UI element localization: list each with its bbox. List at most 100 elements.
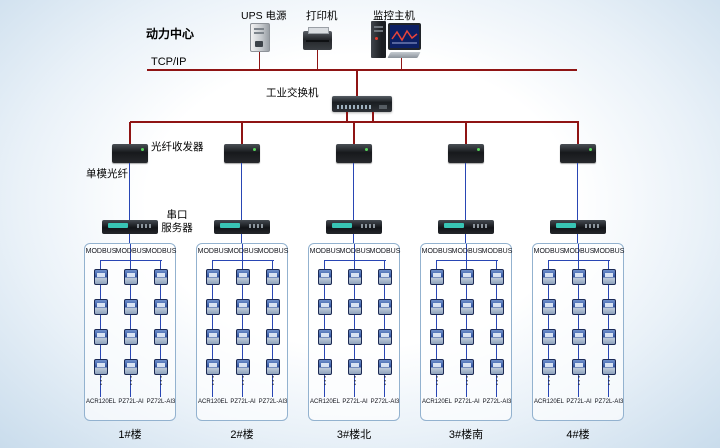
meter-icon <box>94 299 108 315</box>
ellipsis-dots: ⋮ <box>543 375 555 387</box>
backbone-drop-line <box>241 122 243 144</box>
ellipsis-dots: ⋮ <box>491 375 503 387</box>
modbus-bus-line <box>324 260 325 397</box>
meter-column: MODBUS ⋮ ACR120EL <box>421 244 453 422</box>
meter-icon <box>602 329 616 345</box>
meter-icon <box>124 359 138 375</box>
building-group: MODBUS ⋮ ACR120EL MODBUS ⋮ PZ72L-AI <box>196 122 288 444</box>
ellipsis-dots: ⋮ <box>319 375 331 387</box>
meter-icon <box>572 269 586 285</box>
meter-icon <box>94 269 108 285</box>
serial-server-label: 串口 服务器 <box>154 209 200 235</box>
modbus-label: MODBUS <box>451 248 483 255</box>
serial-server-label-line2: 服务器 <box>161 222 193 234</box>
serial-server-device-icon <box>102 220 158 234</box>
fiber-transceiver-label: 光纤收发器 <box>151 141 204 153</box>
ellipsis-dots: ⋮ <box>207 375 219 387</box>
meter-column: MODBUS ⋮ PZ72L-AI3 <box>482 244 513 422</box>
serial-server-device-icon <box>326 220 382 234</box>
meter-icon <box>348 329 362 345</box>
meter-icon <box>460 299 474 315</box>
bus-connector-line <box>436 260 498 261</box>
meter-icon <box>236 329 250 345</box>
modbus-label: MODBUS <box>115 248 147 255</box>
serial-server-device-icon <box>438 220 494 234</box>
meter-icon <box>94 329 108 345</box>
building-group: MODBUS ⋮ ACR120EL MODBUS ⋮ PZ72L-AI <box>308 122 400 444</box>
modbus-bus-line <box>212 260 213 397</box>
meter-icon <box>572 299 586 315</box>
meter-icon <box>124 269 138 285</box>
modbus-bus-line <box>436 260 437 397</box>
meter-icon <box>490 359 504 375</box>
fiber-transceiver-device-icon <box>224 144 260 163</box>
meter-icon <box>490 329 504 345</box>
meter-icon <box>124 299 138 315</box>
meter-icon <box>236 299 250 315</box>
switch-downlink-line-2 <box>372 112 374 122</box>
bus-connector-line <box>212 260 274 261</box>
server-drop-line <box>465 234 466 243</box>
modbus-bus-line <box>578 260 579 397</box>
modbus-label: MODBUS <box>563 248 595 255</box>
modbus-bus-line <box>548 260 549 397</box>
meter-icon <box>378 299 392 315</box>
bus-connector-line <box>324 260 386 261</box>
meter-model-label: PZ72L-AI3 <box>482 399 512 405</box>
meter-model-label: PZ72L-AI3 <box>370 399 400 405</box>
modbus-bus-line <box>160 260 161 397</box>
meter-column: MODBUS ⋮ PZ72L-AI <box>451 244 483 422</box>
ellipsis-dots: ⋮ <box>155 375 167 387</box>
meter-icon <box>378 269 392 285</box>
meter-icon <box>266 359 280 375</box>
meter-icon <box>266 269 280 285</box>
fiber-transceiver-device-icon <box>112 144 148 163</box>
meter-icon <box>572 329 586 345</box>
meter-icon <box>460 329 474 345</box>
meter-icon <box>490 299 504 315</box>
host-tower-icon <box>371 21 386 58</box>
meter-model-label: PZ72L-AI <box>342 399 368 405</box>
meter-group-box: MODBUS ⋮ ACR120EL MODBUS ⋮ PZ72L-AI <box>196 243 288 421</box>
modbus-bus-line <box>608 260 609 397</box>
meter-icon <box>572 359 586 375</box>
meter-model-label: PZ72L-AI <box>566 399 592 405</box>
single-mode-fiber-label: 单模光纤 <box>86 168 128 180</box>
modbus-label: MODBUS <box>421 248 453 255</box>
host-keyboard-icon <box>387 52 421 58</box>
meter-icon <box>430 329 444 345</box>
modbus-bus-line <box>100 260 101 397</box>
meter-icon <box>460 359 474 375</box>
modbus-label: MODBUS <box>339 248 371 255</box>
bus-connector-line <box>548 260 610 261</box>
meter-model-label: PZ72L-AI <box>454 399 480 405</box>
meter-group-box: MODBUS ⋮ ACR120EL MODBUS ⋮ PZ72L-AI <box>84 243 176 421</box>
meter-model-label: ACR120EL <box>309 399 341 405</box>
ups-link-line <box>259 52 260 69</box>
meter-model-label: ACR120EL <box>197 399 229 405</box>
meter-icon <box>318 269 332 285</box>
group-name-label: 4#楼 <box>566 429 590 441</box>
printer-device-icon <box>303 27 332 50</box>
modbus-bus-line <box>384 260 385 397</box>
backbone-drop-line <box>577 122 579 144</box>
meter-icon <box>542 329 556 345</box>
meter-icon <box>378 359 392 375</box>
modbus-label: MODBUS <box>369 248 401 255</box>
meter-icon <box>266 329 280 345</box>
meter-icon <box>348 299 362 315</box>
ellipsis-dots: ⋮ <box>379 375 391 387</box>
modbus-label: MODBUS <box>533 248 565 255</box>
modbus-bus-line <box>354 260 355 397</box>
backbone-drop-line <box>353 122 355 144</box>
meter-column: MODBUS ⋮ PZ72L-AI <box>339 244 371 422</box>
meter-icon <box>602 359 616 375</box>
ellipsis-dots: ⋮ <box>603 375 615 387</box>
meter-icon <box>460 269 474 285</box>
meter-icon <box>236 359 250 375</box>
modbus-label: MODBUS <box>145 248 177 255</box>
host-link-line <box>401 58 402 69</box>
meter-icon <box>206 299 220 315</box>
fiber-link-line <box>465 163 466 220</box>
